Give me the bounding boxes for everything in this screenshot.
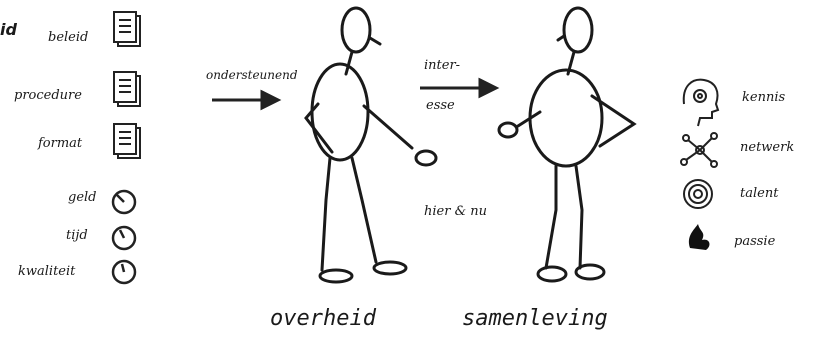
label-passie: passie — [734, 234, 775, 249]
document-icon — [114, 124, 140, 158]
arrow-right-icon — [212, 92, 278, 108]
arrow-right-icon — [420, 80, 496, 96]
label-talent: talent — [740, 186, 778, 201]
gauge-icon — [113, 227, 135, 249]
middle-note: hier & nu — [424, 204, 487, 219]
stick-figure-overheid — [306, 8, 436, 282]
arrow-label-ondersteunend: ondersteunend — [206, 68, 298, 82]
document-icon — [114, 72, 140, 106]
document-icon — [114, 12, 140, 46]
arrow-label-esse: esse — [426, 98, 455, 113]
gauge-icon — [113, 191, 135, 213]
label-netwerk: netwerk — [740, 140, 794, 155]
arrow-label-inter: inter- — [424, 58, 460, 73]
label-kennis: kennis — [742, 90, 785, 105]
figure-label-samenleving: samenleving — [462, 306, 608, 331]
gauge-icon — [113, 261, 135, 283]
figure-label-overheid: overheid — [270, 306, 376, 331]
stick-figure-samenleving — [499, 8, 634, 281]
